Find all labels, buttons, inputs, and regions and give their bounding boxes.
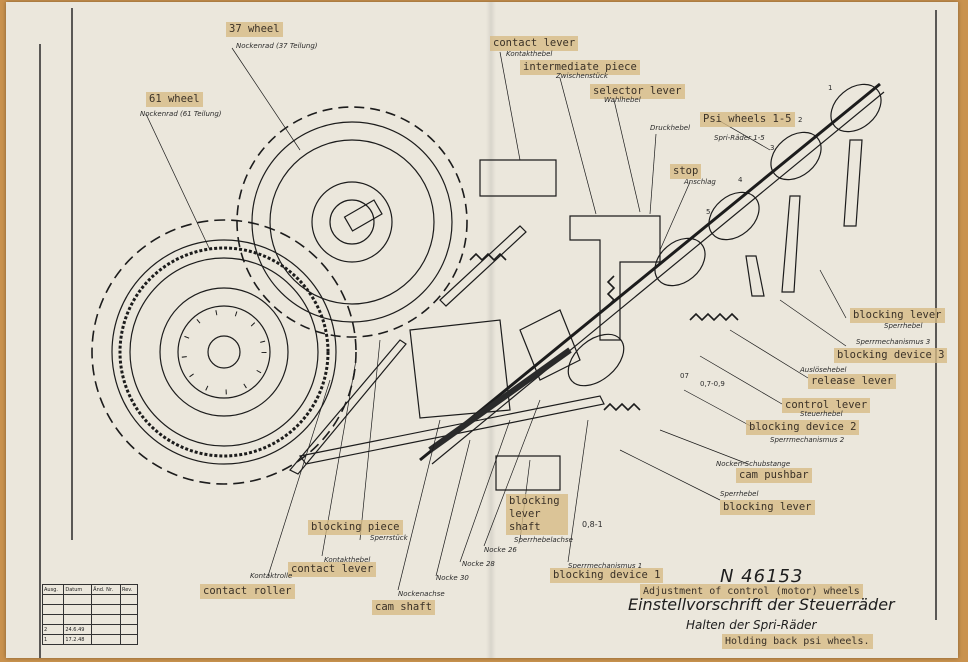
rev-cell bbox=[91, 634, 121, 645]
label-selector-lever: selector lever bbox=[590, 84, 685, 99]
rev-cell bbox=[119, 634, 139, 645]
label-control-lever: control lever bbox=[782, 398, 871, 413]
index-5: 5 bbox=[706, 208, 711, 216]
table-row bbox=[41, 614, 139, 625]
rev-cell: 1 bbox=[41, 634, 65, 645]
label-nockenachse-de: Nockenachse bbox=[398, 590, 445, 598]
subtitle-english: Holding back psi wheels. bbox=[722, 634, 873, 649]
label-sperrmech1-de: Sperrmechanismus 1 bbox=[568, 562, 643, 570]
label-nocke-30-de: Nocke 30 bbox=[436, 574, 469, 582]
dim-08-1: 0,8-1 bbox=[582, 520, 603, 529]
rev-cell bbox=[91, 624, 121, 635]
table-row: 2 24.6.49 bbox=[41, 624, 139, 635]
wheel-61 bbox=[91, 219, 357, 485]
rev-header-cell: Rev. bbox=[119, 584, 139, 595]
label-ausloesehebel-de: Auslösehebel bbox=[800, 366, 847, 374]
label-kontakthebel-bottom-de: Kontakthebel bbox=[324, 556, 371, 564]
index-4: 4 bbox=[738, 176, 743, 184]
label-control-lever-de: Steuerhebel bbox=[800, 410, 843, 418]
label-contact-lever-top: contact lever bbox=[490, 36, 579, 51]
table-row bbox=[41, 604, 139, 615]
label-blocking-lever-right-de: Sperrhebel bbox=[884, 322, 923, 330]
drawing-number: N 46153 bbox=[720, 566, 804, 587]
label-37-wheel: 37 wheel bbox=[226, 22, 283, 37]
paper-sheet bbox=[6, 2, 958, 658]
table-row bbox=[41, 594, 139, 605]
label-selector-lever-de: Wahlhebel bbox=[604, 96, 641, 104]
revision-table-header: Ausg. Datum Änd. Nr. Rev. bbox=[41, 584, 139, 595]
rev-cell: 24.6.49 bbox=[63, 624, 93, 635]
subtitle-german: Halten der Spri-Räder bbox=[686, 618, 817, 632]
label-blocking-lever-shaft: blocking lever shaft bbox=[506, 494, 568, 535]
rev-header-cell: Ausg. bbox=[41, 584, 65, 595]
label-druckhebel-de: Druckhebel bbox=[650, 124, 691, 132]
label-stop-de: Anschlag bbox=[684, 178, 716, 186]
label-blocking-device-3: blocking device 3 bbox=[834, 348, 948, 363]
label-blocking-piece: blocking piece bbox=[308, 520, 403, 535]
paper-fold bbox=[486, 2, 496, 658]
label-psi-wheels: Psi wheels 1-5 bbox=[700, 112, 795, 127]
label-sperrmech3-de: Sperrmechanismus 3 bbox=[856, 338, 931, 346]
index-1: 1 bbox=[828, 84, 833, 92]
label-cam-shaft: cam shaft bbox=[372, 600, 435, 615]
label-kontaktrolle-de: Kontaktrolle bbox=[250, 572, 293, 580]
label-blocking-device-2: blocking device 2 bbox=[746, 420, 860, 435]
label-nocke-28-de: Nocke 28 bbox=[462, 560, 495, 568]
label-contact-roller: contact roller bbox=[200, 584, 295, 599]
rev-cell bbox=[119, 624, 139, 635]
rev-header-cell: Datum bbox=[63, 584, 93, 595]
rev-header-cell: Änd. Nr. bbox=[91, 584, 121, 595]
revision-table: Ausg. Datum Änd. Nr. Rev. 2 24.6.49 1 17… bbox=[41, 584, 139, 645]
label-blocking-lever-right: blocking lever bbox=[850, 308, 945, 323]
label-37-wheel-de: Nockenrad (37 Teilung) bbox=[236, 42, 318, 50]
label-sperrstueck-de: Sperrstück bbox=[370, 534, 408, 542]
index-3: 3 bbox=[770, 144, 775, 152]
label-release-lever: release lever bbox=[808, 374, 897, 389]
wheel-37 bbox=[236, 106, 468, 338]
label-contact-lever-bottom: contact lever bbox=[288, 562, 377, 577]
index-2: 2 bbox=[798, 116, 803, 124]
label-61-wheel-de: Nockenrad (61 Teilung) bbox=[140, 110, 222, 118]
dim-07: 07 bbox=[680, 372, 689, 380]
label-61-wheel: 61 wheel bbox=[146, 92, 203, 107]
rev-cell: 2 bbox=[41, 624, 65, 635]
table-row: 1 17.2.48 bbox=[41, 634, 139, 645]
label-sperrhebel-bottom-de: Sperrhebel bbox=[720, 490, 759, 498]
label-nocken-schubstange-de: Nocken-Schubstange bbox=[716, 460, 791, 468]
label-nocke-26-de: Nocke 26 bbox=[484, 546, 517, 554]
label-contact-lever-top-de: Kontakthebel bbox=[506, 50, 553, 58]
title-english: Adjustment of control (motor) wheels bbox=[640, 584, 863, 599]
label-cam-pushbar: cam pushbar bbox=[736, 468, 812, 483]
label-intermediate-piece: intermediate piece bbox=[520, 60, 640, 75]
label-stop: stop bbox=[670, 164, 702, 179]
label-blocking-lever-bottom: blocking lever bbox=[720, 500, 815, 515]
label-blocking-device-1: blocking device 1 bbox=[550, 568, 664, 583]
label-psi-wheels-de: Spri-Räder 1-5 bbox=[714, 134, 765, 142]
dim-07-09: 0,7-0,9 bbox=[700, 380, 725, 388]
label-sperrhebelachse-de: Sperrhebelachse bbox=[514, 536, 573, 544]
title-german: Einstellvorschrift der Steuerräder bbox=[628, 595, 895, 614]
rev-cell: 17.2.48 bbox=[63, 634, 93, 645]
label-intermediate-piece-de: Zwischenstück bbox=[556, 72, 608, 80]
label-sperrmech2-de: Sperrmechanismus 2 bbox=[770, 436, 845, 444]
